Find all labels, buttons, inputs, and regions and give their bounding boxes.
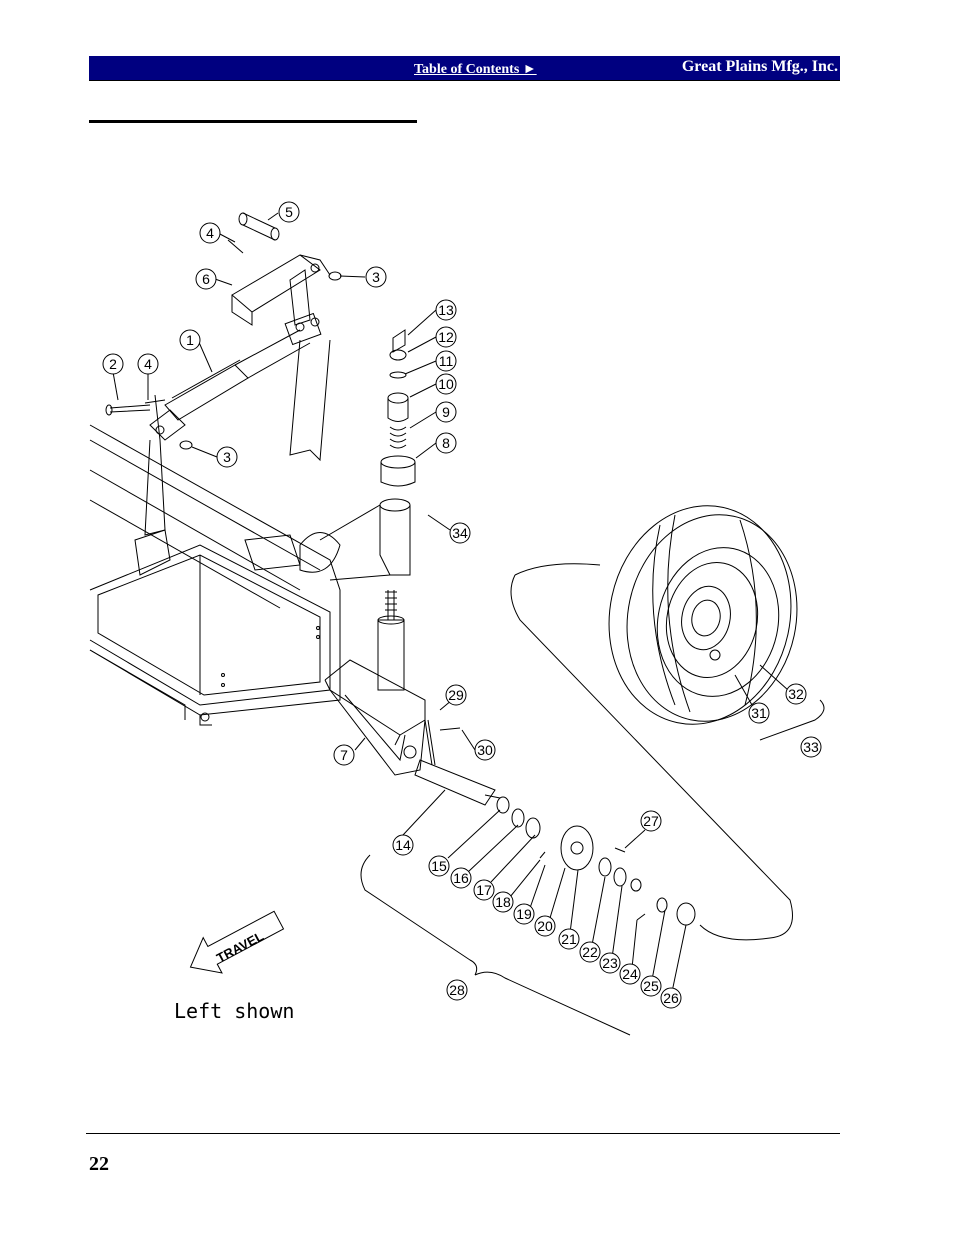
title-rule (89, 120, 417, 123)
callout-21: 21 (561, 931, 577, 947)
callout-16: 16 (453, 870, 469, 886)
frame-drawing (89, 424, 341, 726)
callout-33: 33 (803, 739, 819, 755)
callout-29: 29 (448, 687, 464, 703)
callout-9: 9 (442, 404, 450, 420)
footer-rule (86, 1133, 840, 1134)
callout-1: 1 (186, 332, 194, 348)
callout-3b: 3 (223, 449, 231, 465)
callout-circles (102, 201, 822, 1009)
callout-30: 30 (477, 742, 493, 758)
callout-26: 26 (663, 990, 679, 1006)
left-shown-note: Left shown (174, 999, 294, 1023)
table-of-contents-link[interactable]: Table of Contents ► (414, 62, 537, 77)
callout-28: 28 (449, 982, 465, 998)
brace-28 (360, 854, 631, 1036)
callout-11: 11 (439, 353, 454, 369)
exploded-view-outline (510, 563, 793, 941)
header-bar: Table of Contents ► Great Plains Mfg., I… (89, 56, 840, 81)
callout-7: 7 (340, 747, 348, 763)
callout-5: 5 (285, 204, 293, 220)
callout-18: 18 (495, 894, 511, 910)
callout-23: 23 (602, 955, 618, 971)
link-arm-drawing (179, 212, 342, 450)
page-number: 22 (89, 1153, 109, 1175)
callout-32: 32 (788, 686, 804, 702)
callout-4b: 4 (144, 356, 152, 372)
spindle-arm-drawing (324, 590, 461, 776)
callout-22: 22 (582, 944, 598, 960)
hub-parts-drawing (414, 759, 696, 926)
callout-12: 12 (438, 329, 454, 345)
callout-34: 34 (452, 525, 468, 541)
company-name: Great Plains Mfg., Inc. (681, 58, 838, 75)
callout-2: 2 (109, 356, 117, 372)
callout-17: 17 (476, 882, 492, 898)
callout-13: 13 (438, 302, 454, 318)
travel-arrow-icon (189, 910, 285, 974)
callout-10: 10 (438, 376, 454, 392)
callout-14: 14 (395, 837, 411, 853)
callout-27: 27 (643, 813, 659, 829)
leader-lines (112, 212, 789, 993)
brace-33 (759, 699, 825, 741)
callout-6: 6 (202, 271, 210, 287)
cylinder-drawing (105, 312, 331, 536)
callout-15: 15 (431, 858, 447, 874)
callout-24: 24 (622, 966, 638, 982)
callout-3a: 3 (372, 269, 380, 285)
callout-19: 19 (516, 906, 532, 922)
callout-25: 25 (643, 978, 659, 994)
callout-8: 8 (442, 435, 450, 451)
callout-20: 20 (537, 918, 553, 934)
wheel-drawing (608, 505, 798, 725)
callout-31: 31 (751, 705, 767, 721)
callout-4a: 4 (206, 225, 214, 241)
spring-stack-drawing (299, 329, 416, 581)
